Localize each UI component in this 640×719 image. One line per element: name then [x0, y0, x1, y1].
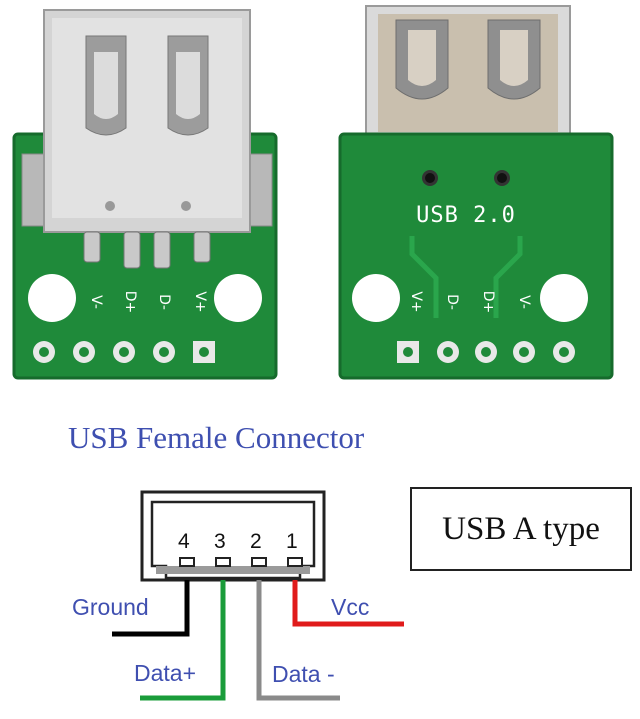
pin-number: 4 [178, 530, 190, 553]
pin-label: D+ [122, 291, 138, 314]
pin-label: D- [156, 294, 172, 310]
connector-pins [83, 231, 211, 269]
connector-wiring-diagram [112, 490, 404, 701]
left-usb-board-photo: V- D+ D- V+ [12, 9, 278, 380]
ground-label: Ground [72, 594, 149, 620]
vcc-label: Vcc [331, 594, 370, 620]
pin-label: V- [516, 295, 532, 309]
mount-hole [352, 274, 400, 322]
pcb-traces [409, 236, 523, 318]
pin-label: D+ [480, 291, 496, 314]
mount-hole [28, 274, 76, 322]
pin-label: V+ [192, 291, 208, 312]
usb-type-box: USB A type [410, 487, 632, 571]
vcc-wire [292, 580, 404, 627]
pin-number: 1 [286, 530, 298, 553]
ground-wire [112, 580, 190, 637]
right-usb-board-photo: USB 2.0 V+ D- D+ V- [338, 5, 614, 380]
connector-contacts [179, 557, 303, 567]
data-minus-label: Data - [272, 661, 335, 687]
data-plus-wire [140, 580, 226, 701]
header-pads [397, 341, 575, 363]
data-minus-wire [256, 580, 340, 701]
header-pads [33, 341, 215, 363]
data-plus-label: Data+ [134, 660, 197, 686]
mount-hole [540, 274, 588, 322]
diagram-title: USB Female Connector [68, 420, 365, 455]
pin-number: 2 [250, 530, 262, 553]
pin-label: V- [88, 295, 104, 309]
board-label: USB 2.0 [416, 203, 516, 228]
pin-label: V+ [408, 291, 424, 312]
right-pcb [340, 134, 612, 378]
pin-number: 3 [214, 530, 226, 553]
usb-type-label: USB A type [442, 510, 600, 547]
mount-hole [214, 274, 262, 322]
pin-label: D- [444, 294, 460, 310]
